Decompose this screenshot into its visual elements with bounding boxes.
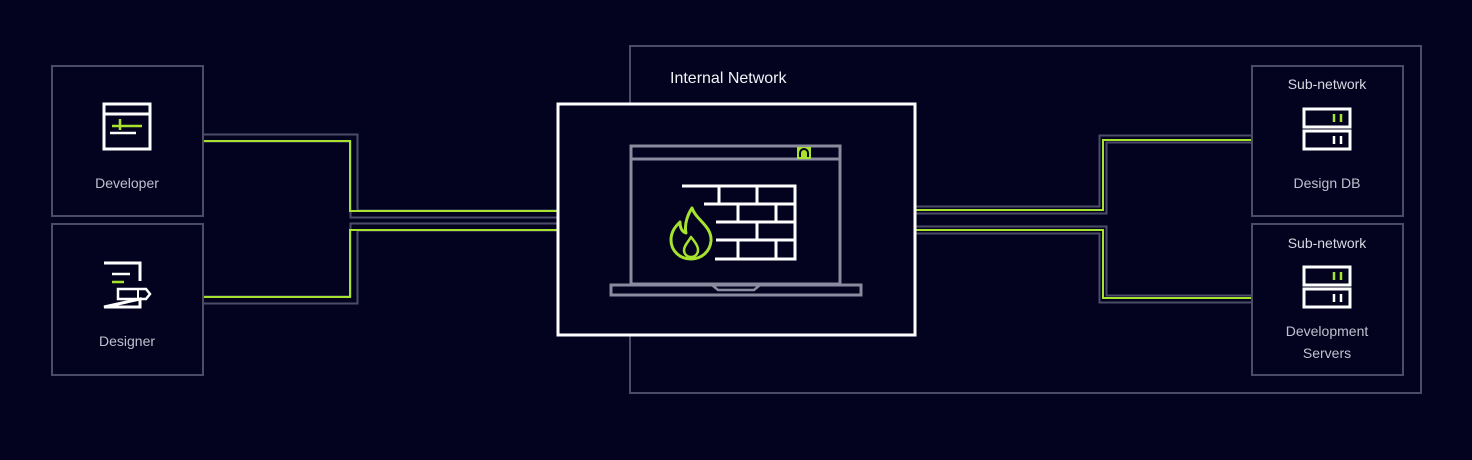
server-icon [1302, 265, 1352, 309]
document-pen-icon [103, 261, 152, 309]
connector-developer-firewall [204, 133, 569, 219]
connector-firewall-designdb [916, 134, 1263, 215]
subnetwork-label: Sub-network [1288, 76, 1368, 92]
developer-node[interactable]: Developer [51, 65, 204, 217]
internal-network-label: Internal Network [670, 70, 787, 87]
subnetwork-development-servers[interactable]: Sub-network Development Servers [1251, 223, 1404, 376]
design-db-label: Design DB [1294, 175, 1361, 191]
connector-firewall-devservers [916, 225, 1263, 304]
development-servers-label-line1: Development [1286, 323, 1369, 339]
designer-label: Designer [99, 333, 155, 349]
subnetwork-design-db[interactable]: Sub-network Design DB [1251, 65, 1404, 217]
subnetwork-label: Sub-network [1288, 235, 1368, 251]
server-icon [1302, 107, 1352, 151]
designer-node[interactable]: Designer [51, 223, 204, 376]
development-servers-label-line2: Servers [1303, 345, 1351, 361]
firewall-flame-icon [669, 184, 797, 261]
firewall-node[interactable] [556, 102, 917, 337]
laptop-icon [609, 144, 863, 297]
developer-label: Developer [95, 175, 159, 191]
code-window-icon [102, 102, 152, 151]
connector-designer-firewall [204, 222, 569, 305]
